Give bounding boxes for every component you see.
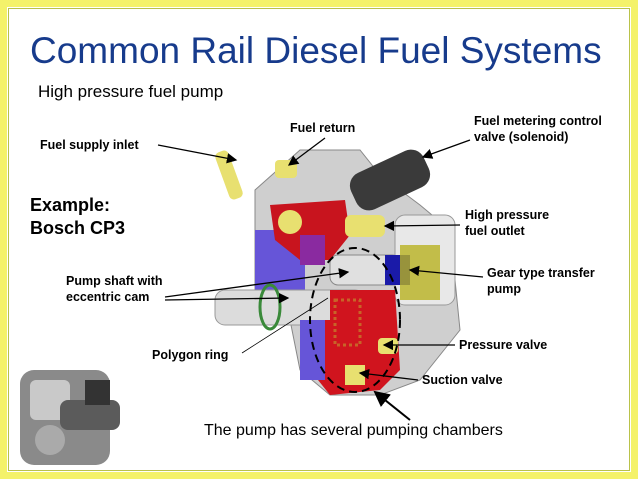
- label-fuel-return: Fuel return: [290, 121, 356, 135]
- pump-photo: [20, 370, 120, 465]
- label-hp-outlet: High pressure fuel outlet: [465, 207, 549, 239]
- arrow-fuel-supply: [157, 144, 238, 164]
- arrow-pumping-chambers: [373, 390, 411, 421]
- caption: The pump has several pumping chambers: [204, 422, 503, 439]
- example-line1: Example:: [30, 195, 111, 215]
- slide-title: Common Rail Diesel Fuel Systems: [30, 30, 602, 71]
- arrow-metering-valve: [421, 139, 471, 159]
- label-gear-pump: Gear type transfer pump: [487, 265, 595, 297]
- pump-cutaway: [214, 149, 461, 396]
- label-fuel-supply-inlet: Fuel supply inlet: [40, 138, 139, 152]
- arrow-gear-pump: [408, 265, 484, 278]
- slide-inner-border: [8, 8, 630, 471]
- label-line: valve (solenoid): [474, 130, 569, 144]
- label-line: Pump shaft with: [66, 274, 163, 288]
- label-line: fuel outlet: [465, 224, 525, 238]
- label-polygon-ring: Polygon ring: [152, 348, 229, 362]
- label-pressure-valve: Pressure valve: [459, 338, 548, 352]
- label-suction-valve: Suction valve: [422, 373, 503, 387]
- line-polygon-ring: [241, 297, 329, 354]
- arrow-shaft-1: [164, 268, 350, 298]
- example-label: Example: Bosch CP3: [30, 194, 125, 240]
- label-line: pump: [487, 282, 522, 296]
- label-line: Gear type transfer: [487, 266, 595, 280]
- example-line2: Bosch CP3: [30, 218, 126, 238]
- label-metering-valve: Fuel metering control valve (solenoid): [474, 113, 602, 145]
- slide-subtitle: High pressure fuel pump: [38, 82, 224, 101]
- label-line: High pressure: [465, 208, 550, 222]
- arrow-hp-outlet: [383, 220, 461, 232]
- label-line: Fuel metering control: [474, 114, 602, 128]
- arrow-suction-valve: [358, 368, 419, 381]
- arrow-shaft-2: [164, 292, 290, 304]
- label-pump-shaft: Pump shaft with eccentric cam: [66, 273, 163, 305]
- arrow-fuel-return: [287, 137, 326, 166]
- label-line: eccentric cam: [66, 290, 150, 304]
